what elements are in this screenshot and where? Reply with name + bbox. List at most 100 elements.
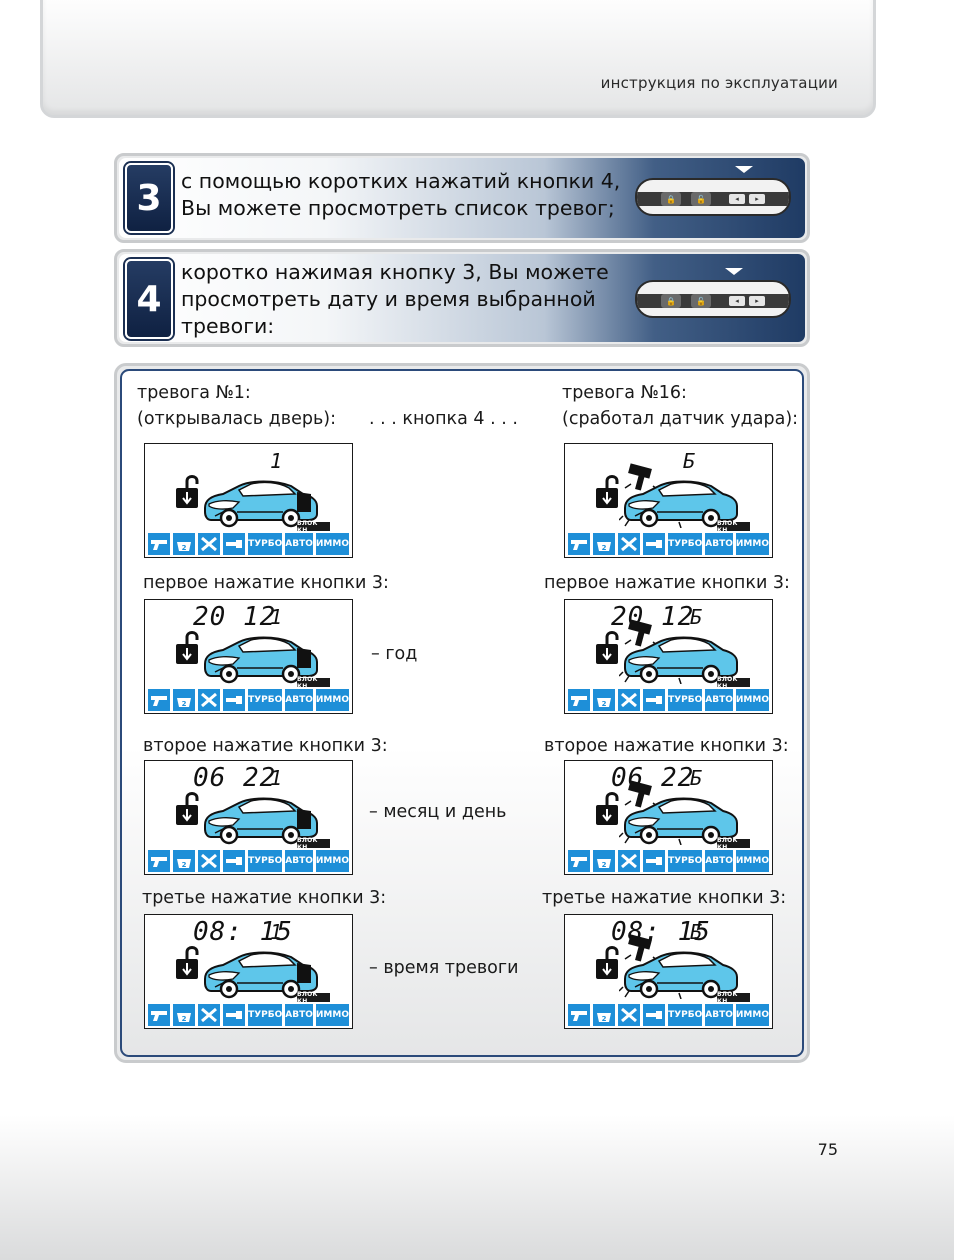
lock-button-icon: 🔒 <box>661 294 681 308</box>
pistol-icon <box>148 689 171 711</box>
press-2-label: второе нажатие кнопки 3: <box>544 736 789 756</box>
svg-text:2: 2 <box>182 1015 187 1023</box>
year-description: – год <box>371 644 418 664</box>
unlock-button-icon: 🔓 <box>691 294 711 308</box>
step-text-line: просмотреть дату и время выбранной <box>181 287 596 311</box>
cross-icon <box>198 1004 221 1026</box>
step-number: 3 <box>125 163 173 233</box>
cross-icon <box>618 689 641 711</box>
turbo-indicator: ТУРБО <box>248 689 283 711</box>
svg-text:2: 2 <box>602 861 607 869</box>
door-alarm-indicator: 1 <box>270 605 283 629</box>
svg-text:2: 2 <box>182 544 187 552</box>
car-icon <box>618 943 741 1000</box>
svg-text:2: 2 <box>182 700 187 708</box>
right-button-icon: ▸ <box>749 296 765 306</box>
button-lock-indicator: БЛОК КН <box>717 520 750 534</box>
button-lock-indicator: БЛОК КН <box>297 676 330 690</box>
wrench-icon <box>223 1004 246 1026</box>
immo-indicator: ИММО <box>315 533 349 555</box>
button-lock-indicator: БЛОК КН <box>297 837 330 851</box>
auto-indicator: АВТО <box>705 689 733 711</box>
auto-indicator: АВТО <box>285 689 313 711</box>
time-description: – время тревоги <box>369 958 519 978</box>
shock-alarm-indicator: Б <box>690 766 703 790</box>
pistol-icon <box>148 533 171 555</box>
left-alarm-subtitle: (открывалась дверь): <box>137 409 336 429</box>
lcd-digits: 06 22 <box>611 763 695 793</box>
svg-text:2: 2 <box>602 1015 607 1023</box>
auto-indicator: АВТО <box>285 533 313 555</box>
svg-text:2: 2 <box>602 700 607 708</box>
turbo-indicator: ТУРБО <box>248 533 283 555</box>
lcd-digits: 20 12 <box>193 602 277 632</box>
wrench-icon <box>643 850 666 872</box>
left-alarm-title: тревога №1: <box>137 383 251 403</box>
lcd-digits: 08: 15 <box>193 917 293 947</box>
trunk-icon: 2 <box>593 689 616 711</box>
press-1-label: первое нажатие кнопки 3: <box>544 573 790 593</box>
svg-text:2: 2 <box>602 544 607 552</box>
right-button-icon: ▸ <box>749 194 765 204</box>
immo-indicator: ИММО <box>315 689 349 711</box>
trunk-icon: 2 <box>173 1004 196 1026</box>
button-lock-indicator: БЛОК КН <box>717 837 750 851</box>
alarm-display-panel: тревога №1: (открывалась дверь): . . . к… <box>114 363 810 1063</box>
shock-alarm-indicator: Б <box>690 605 703 629</box>
car-icon <box>199 628 321 684</box>
remote-control-icon: 🔒 🔓 ◂ ▸ <box>635 268 791 318</box>
press-1-label: первое нажатие кнопки 3: <box>143 573 389 593</box>
button-lock-indicator: БЛОК КН <box>297 520 330 534</box>
cross-icon <box>198 689 221 711</box>
header-title: инструкция по эксплуатации <box>600 74 838 92</box>
right-alarm-subtitle: (сработал датчик удара): <box>562 409 799 429</box>
pointer-arrow-icon <box>725 268 743 275</box>
pistol-icon <box>568 533 591 555</box>
unlock-icon <box>173 474 207 510</box>
pistol-icon <box>148 1004 171 1026</box>
svg-text:2: 2 <box>182 861 187 869</box>
auto-indicator: АВТО <box>705 850 733 872</box>
cross-icon <box>618 1004 641 1026</box>
trunk-icon: 2 <box>593 533 616 555</box>
pistol-icon <box>568 850 591 872</box>
cross-icon <box>198 850 221 872</box>
step-text-line: коротко нажимая кнопку 3, Вы можете <box>181 260 609 284</box>
step-3: 3 с помощью коротких нажатий кнопки 4, В… <box>114 153 810 243</box>
unlock-icon <box>593 791 627 827</box>
unlock-icon <box>173 945 207 981</box>
turbo-indicator: ТУРБО <box>668 689 703 711</box>
left-button-icon: ◂ <box>729 296 745 306</box>
cross-icon <box>198 533 221 555</box>
step-text-line: тревоги: <box>181 314 275 338</box>
press-3-label: третье нажатие кнопки 3: <box>542 888 787 908</box>
step-text: коротко нажимая кнопку 3, Вы можете прос… <box>181 259 609 340</box>
immo-indicator: ИММО <box>735 533 769 555</box>
right-alarm-title: тревога №16: <box>562 383 687 403</box>
wrench-icon <box>223 533 246 555</box>
header-bar <box>40 0 876 118</box>
step-text: с помощью коротких нажатий кнопки 4, Вы … <box>181 168 620 222</box>
shock-sensor-icon <box>623 462 659 492</box>
car-icon <box>618 628 741 685</box>
turbo-indicator: ТУРБО <box>668 1004 703 1026</box>
immo-indicator: ИММО <box>735 1004 769 1026</box>
trunk-icon: 2 <box>173 850 196 872</box>
door-alarm-indicator: 1 <box>270 766 283 790</box>
car-icon <box>199 943 321 999</box>
press-2-label: второе нажатие кнопки 3: <box>143 736 388 756</box>
auto-indicator: АВТО <box>705 533 733 555</box>
step-text-line: Вы можете просмотреть список тревог; <box>181 196 615 220</box>
immo-indicator: ИММО <box>315 850 349 872</box>
car-icon <box>618 472 741 529</box>
step-number: 4 <box>125 259 173 339</box>
